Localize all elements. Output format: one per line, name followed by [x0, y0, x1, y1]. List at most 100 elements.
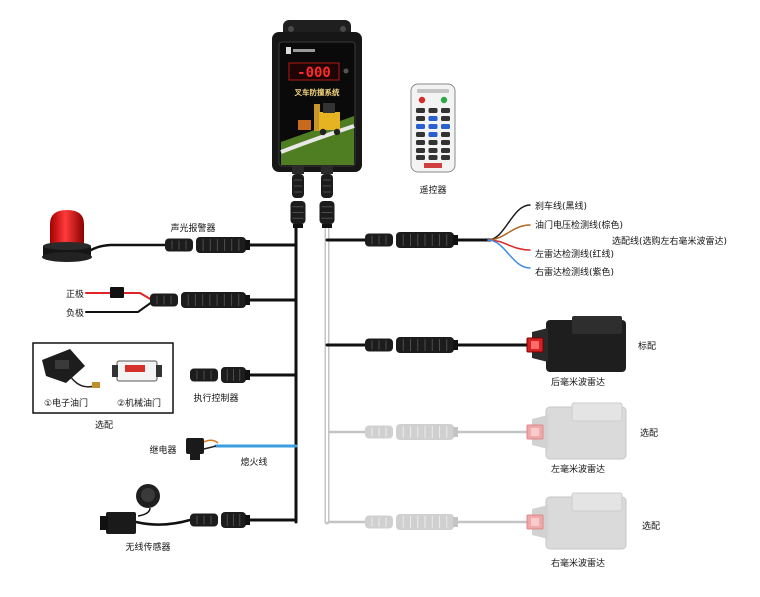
- relay-wire-orange: [203, 439, 219, 444]
- harness-wire-label: 左雷达检测线(红线): [535, 248, 614, 260]
- remote-button-icon: [428, 132, 438, 137]
- connector-body: [181, 292, 246, 308]
- remote-button-icon: [428, 140, 438, 145]
- power-connector: [150, 292, 250, 308]
- mech-throttle-cap: [112, 365, 118, 377]
- harness-option-note: 选配线(选购左右毫米波雷达): [612, 235, 727, 247]
- alarm-label: 声光报警器: [170, 222, 215, 234]
- positive-wire: [85, 292, 153, 301]
- beacon-dome: [50, 210, 84, 246]
- remote-label: 遥控器: [419, 184, 446, 196]
- connector-tail: [453, 235, 458, 245]
- connectors: [150, 174, 458, 530]
- wires: [85, 204, 531, 526]
- relay-label: 继电器: [149, 444, 176, 456]
- connector-tail: [245, 240, 250, 250]
- connector-tail: [322, 224, 332, 228]
- sensor-ball-cable: [137, 507, 151, 517]
- radar-connector-pin: [531, 518, 539, 526]
- wheel-icon: [319, 128, 327, 136]
- mechanical-throttle-label: ②机械油门: [117, 397, 161, 409]
- remote-button-icon: [441, 108, 450, 113]
- alarm-connector: [165, 237, 250, 253]
- throttle-optional-label: 选配: [95, 419, 113, 431]
- controller-title: 叉车防撞系统: [294, 87, 340, 97]
- electronic-throttle-label: ①电子油门: [44, 397, 88, 409]
- confirm-button-icon: [440, 96, 448, 104]
- remote-button-icon: [416, 116, 425, 121]
- connector-tail: [293, 224, 303, 228]
- connector-tail: [245, 295, 250, 305]
- rear-radar-connector: [365, 337, 458, 353]
- harness-wire-4: [487, 239, 531, 269]
- radar-tag: 选配: [640, 427, 658, 439]
- remote-button-icon: [416, 108, 425, 113]
- throttle-pedal-sensor: [55, 360, 69, 369]
- wireless-sensor: [100, 484, 160, 534]
- rear-radar: [526, 316, 626, 372]
- positive-label: 正极: [66, 288, 84, 300]
- forklift-mast: [314, 104, 320, 131]
- radar-top-block: [571, 492, 623, 512]
- right-radar-connector: [365, 514, 458, 530]
- remote-top-strip: [417, 89, 449, 93]
- remote-control: [410, 83, 456, 173]
- remote-button-icon: [416, 132, 425, 137]
- remote-button-icon: [441, 116, 450, 121]
- beacon-base-rim: [43, 242, 91, 250]
- connector-tail: [245, 370, 250, 380]
- mech-throttle-cap: [156, 365, 162, 377]
- connector-tail: [245, 515, 250, 525]
- sensor-receiver-cap: [100, 516, 108, 530]
- controller-unit: -000 叉车防撞系统: [272, 20, 362, 174]
- left-radar-connector: [365, 424, 458, 440]
- remote-button-icon: [428, 108, 438, 113]
- screw-icon: [340, 26, 346, 32]
- remote-button-icon: [428, 116, 438, 121]
- relay-socket: [190, 454, 200, 460]
- radar-top-block: [571, 402, 623, 422]
- connector-tail: [453, 340, 458, 350]
- logo-mark-icon: [286, 47, 291, 54]
- mech-throttle-sticker: [125, 365, 145, 372]
- remote-button-icon: [416, 155, 425, 160]
- forklift-cab: [323, 103, 335, 113]
- sensor-receiver: [106, 512, 136, 534]
- remote-button-icon: [441, 155, 450, 160]
- beacon-foot: [42, 252, 92, 262]
- led-display-value: -000: [297, 65, 331, 81]
- actuator-connector: [190, 367, 250, 383]
- alarm-cable: [86, 243, 167, 254]
- forklift-artwork: [280, 103, 355, 165]
- relay-wire-black: [203, 445, 217, 450]
- led-display: [288, 62, 340, 81]
- controller-port: [292, 165, 304, 174]
- negative-wire: [85, 301, 153, 313]
- radar-label: 右毫米波雷达: [551, 557, 605, 569]
- harness-wire-1: [487, 204, 531, 241]
- remote-logo: [424, 163, 442, 168]
- labels: 声光报警器 正极 负极 ①电子油门 ②机械油门 选配 执行控制器 继电器 熄火线…: [44, 184, 727, 569]
- left-radar: [526, 402, 627, 460]
- radar-tag: 标配: [638, 340, 656, 352]
- radar-connector-pin: [531, 428, 539, 436]
- controller-left-connector: [290, 174, 306, 228]
- connector-tail: [453, 427, 458, 437]
- fuse-icon: [110, 287, 124, 298]
- relay: [186, 438, 219, 460]
- forklift-body: [319, 112, 340, 130]
- sensor-label: 无线传感器: [125, 541, 170, 553]
- remote-button-icon: [416, 140, 425, 145]
- power-button-icon: [418, 96, 426, 104]
- remote-button-icon: [441, 132, 450, 137]
- sensor-ball-face: [141, 488, 155, 502]
- pallet-shape: [298, 120, 311, 130]
- alarm-beacon: [42, 210, 92, 262]
- remote-button-icon: [428, 124, 438, 129]
- radar-connector-pin: [531, 341, 539, 349]
- sensor-cable: [134, 518, 192, 526]
- remote-button-icon: [441, 140, 450, 145]
- screw-icon: [288, 26, 294, 32]
- negative-label: 负极: [66, 307, 84, 319]
